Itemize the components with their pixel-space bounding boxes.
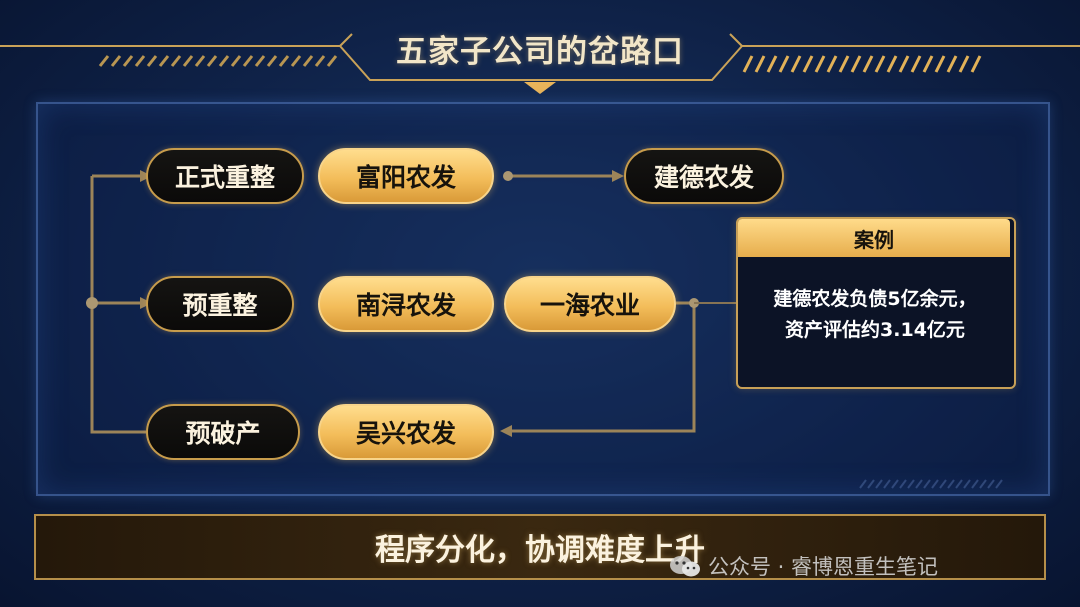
watermark: 公众号 · 睿博恩重生笔记 bbox=[668, 551, 938, 581]
case-heading: 案例 bbox=[738, 219, 1010, 257]
title-frame bbox=[0, 33, 1080, 81]
summary-banner: 程序分化，协调难度上升 bbox=[34, 514, 1046, 580]
watermark-text: 公众号 · 睿博恩重生笔记 bbox=[708, 555, 939, 579]
case-line-2: 资产评估约3.14亿元 bbox=[785, 319, 965, 341]
title-hatch-left bbox=[98, 55, 338, 67]
page-title: 五家子公司的岔路口 bbox=[396, 34, 684, 70]
node-pre-restructure: 预重整 bbox=[146, 276, 294, 332]
node-wuxing: 吴兴农发 bbox=[318, 404, 494, 460]
title-pointer bbox=[524, 82, 556, 94]
title-hatch-right bbox=[742, 55, 982, 73]
node-jiande: 建德农发 bbox=[624, 148, 784, 204]
panel-hatch bbox=[859, 479, 1003, 489]
node-yihai: 一海农业 bbox=[504, 276, 676, 332]
wechat-icon bbox=[670, 556, 700, 577]
node-pre-bankruptcy: 预破产 bbox=[146, 404, 300, 460]
case-line-1: 建德农发负债5亿余元， bbox=[773, 288, 977, 310]
node-restructure: 正式重整 bbox=[146, 148, 304, 204]
case-text: 建德农发负债5亿余元， 资产评估约3.14亿元 bbox=[740, 284, 1010, 346]
flow-connectors bbox=[90, 174, 696, 434]
node-fuyang: 富阳农发 bbox=[318, 148, 494, 204]
node-nanxun: 南浔农发 bbox=[318, 276, 494, 332]
